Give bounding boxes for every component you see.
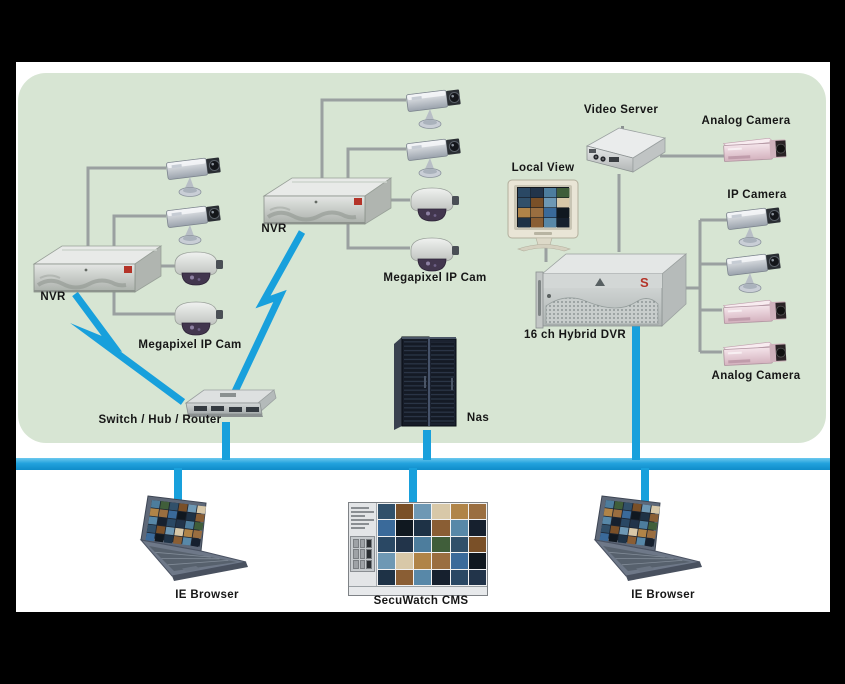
lan-bus (16, 458, 830, 470)
device-link (112, 214, 166, 248)
megapixel-ip-camera-left-1 (164, 150, 226, 202)
wireless-links (70, 230, 306, 405)
wireless-bolt-left (70, 291, 186, 405)
dome-camera-mid-1 (408, 184, 460, 226)
label-megapixel-left: Megapixel IP Cam (138, 339, 242, 351)
dvr-brand-mark: S (640, 275, 649, 290)
label-hybrid-dvr: 16 ch Hybrid DVR (523, 329, 627, 341)
label-ip-camera: IP Camera (727, 189, 787, 201)
lan-drop-links (174, 326, 649, 506)
wireless-bolt-middle (227, 230, 306, 402)
megapixel-ip-camera-left-2 (164, 198, 226, 250)
dome-camera-left-1 (172, 248, 224, 290)
label-local-view: Local View (511, 162, 575, 174)
label-video-server: Video Server (583, 104, 659, 116)
local-view-monitor (504, 178, 584, 252)
ie-browser-laptop-left (138, 494, 253, 586)
analog-camera-top (718, 134, 790, 170)
device-link (86, 166, 166, 248)
label-analog-camera-bottom: Analog Camera (711, 370, 801, 382)
label-nvr-left: NVR (40, 291, 66, 303)
megapixel-ip-camera-mid-1 (404, 82, 466, 134)
cms-control-panel (350, 536, 375, 572)
device-link (346, 224, 410, 250)
cms-sidebar (349, 503, 377, 586)
label-megapixel-middle: Megapixel IP Cam (383, 272, 487, 284)
device-link (112, 290, 176, 316)
device-links (86, 98, 728, 354)
analog-camera-bottom-1 (718, 296, 790, 332)
ie-browser-laptop-right (592, 494, 707, 586)
dome-camera-left-2 (172, 298, 224, 340)
hybrid-dvr-device: S (535, 248, 688, 329)
nvr-middle-device (258, 172, 393, 230)
device-link (320, 98, 406, 180)
cms-status-bar (349, 586, 487, 595)
nvr-left-device (28, 240, 163, 298)
ip-camera-right-1 (724, 200, 786, 252)
analog-camera-bottom-2 (718, 338, 790, 374)
ip-camera-right-2 (724, 246, 786, 298)
label-ie-browser-left: IE Browser (175, 589, 239, 601)
nvr-brand-logo (124, 266, 132, 273)
nvr-brand-logo (354, 198, 362, 205)
label-analog-camera-top: Analog Camera (701, 115, 791, 127)
megapixel-ip-camera-mid-2 (404, 131, 466, 183)
label-nas: Nas (466, 412, 490, 424)
label-ie-browser-right: IE Browser (631, 589, 695, 601)
video-server-device (581, 122, 669, 178)
secuwatch-cms-screenshot (348, 502, 488, 596)
label-secuwatch-cms: SecuWatch CMS (373, 595, 469, 607)
nas-rack-device (392, 334, 462, 432)
cms-video-grid (377, 503, 487, 586)
switch-hub-router-device (180, 386, 278, 424)
label-nvr-middle: NVR (261, 223, 287, 235)
device-link (346, 147, 406, 180)
label-switch-hub-router: Switch / Hub / Router (98, 414, 222, 426)
dome-camera-mid-2 (408, 234, 460, 276)
